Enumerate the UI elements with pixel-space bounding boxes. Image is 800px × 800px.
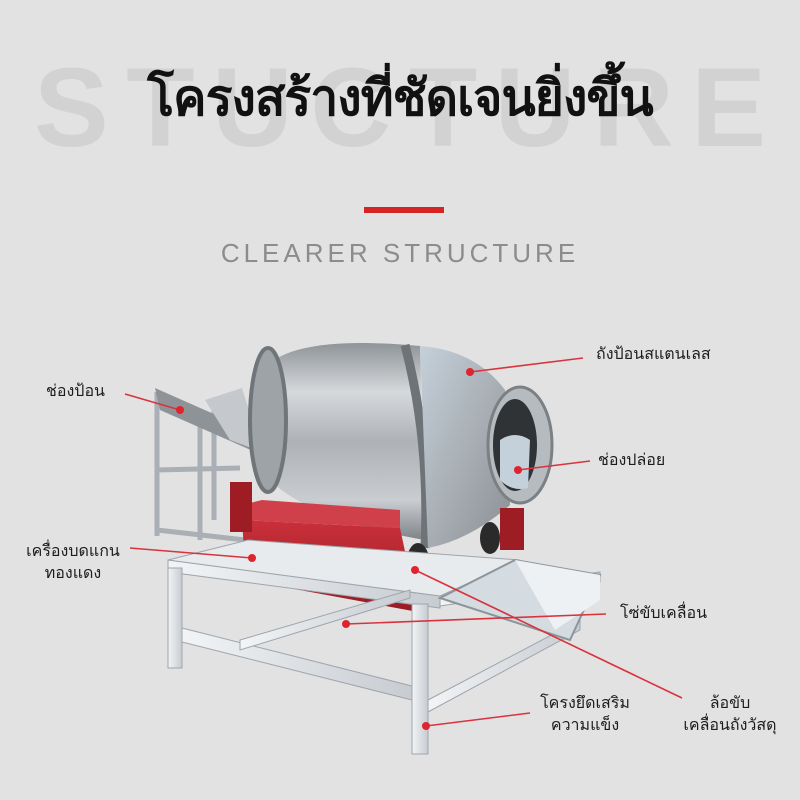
- watermark-text: S T U C T U R E: [0, 52, 800, 164]
- label-feed-drum: ถังป้อนสแตนเลส: [596, 344, 711, 363]
- label-drive-chain: โซ่ขับเคลื่อน: [620, 603, 708, 622]
- watermark-letter: R: [592, 45, 674, 170]
- base-frame: [167, 539, 601, 755]
- label-reinforced-frame-line2: ความแข็ง: [550, 715, 620, 734]
- label-drive-wheel-line2: เคลื่อนถังวัสดุ: [683, 715, 777, 734]
- watermark-letter: T: [126, 45, 195, 170]
- label-drive-wheel-line1: ล้อขับ: [709, 693, 751, 712]
- watermark-letter: U: [494, 45, 576, 170]
- label-reinforced-frame-line1: โครงยึดเสริม: [540, 693, 630, 712]
- label-copper-motor-line1: เครื่องบดแกน: [26, 541, 120, 560]
- watermark-letter: S: [34, 45, 109, 170]
- feed-hopper-frame: [154, 392, 246, 543]
- watermark-letter: C: [310, 45, 392, 170]
- watermark-letter: U: [212, 45, 293, 170]
- watermark-letter: T: [408, 45, 478, 170]
- page-title: โครงสร้างที่ชัดเจนยิ่งขึ้น: [147, 69, 653, 127]
- label-copper-motor-line2: ทองแดง: [44, 563, 102, 582]
- label-discharge-outlet: ช่องปล่อย: [598, 450, 666, 469]
- label-drive-wheel: ล้อขับ เคลื่อนถังวัสดุ: [665, 692, 795, 736]
- label-feed-inlet: ช่องป้อน: [46, 381, 105, 400]
- label-reinforced-frame: โครงยึดเสริม ความแข็ง: [530, 692, 640, 736]
- accent-divider: [364, 207, 444, 213]
- label-copper-motor: เครื่องบดแกน ทองแดง: [14, 540, 132, 584]
- leader-lines: [124, 357, 683, 730]
- watermark-letter: E: [691, 45, 766, 170]
- page-subtitle: CLEARER STRUCTURE: [220, 238, 580, 268]
